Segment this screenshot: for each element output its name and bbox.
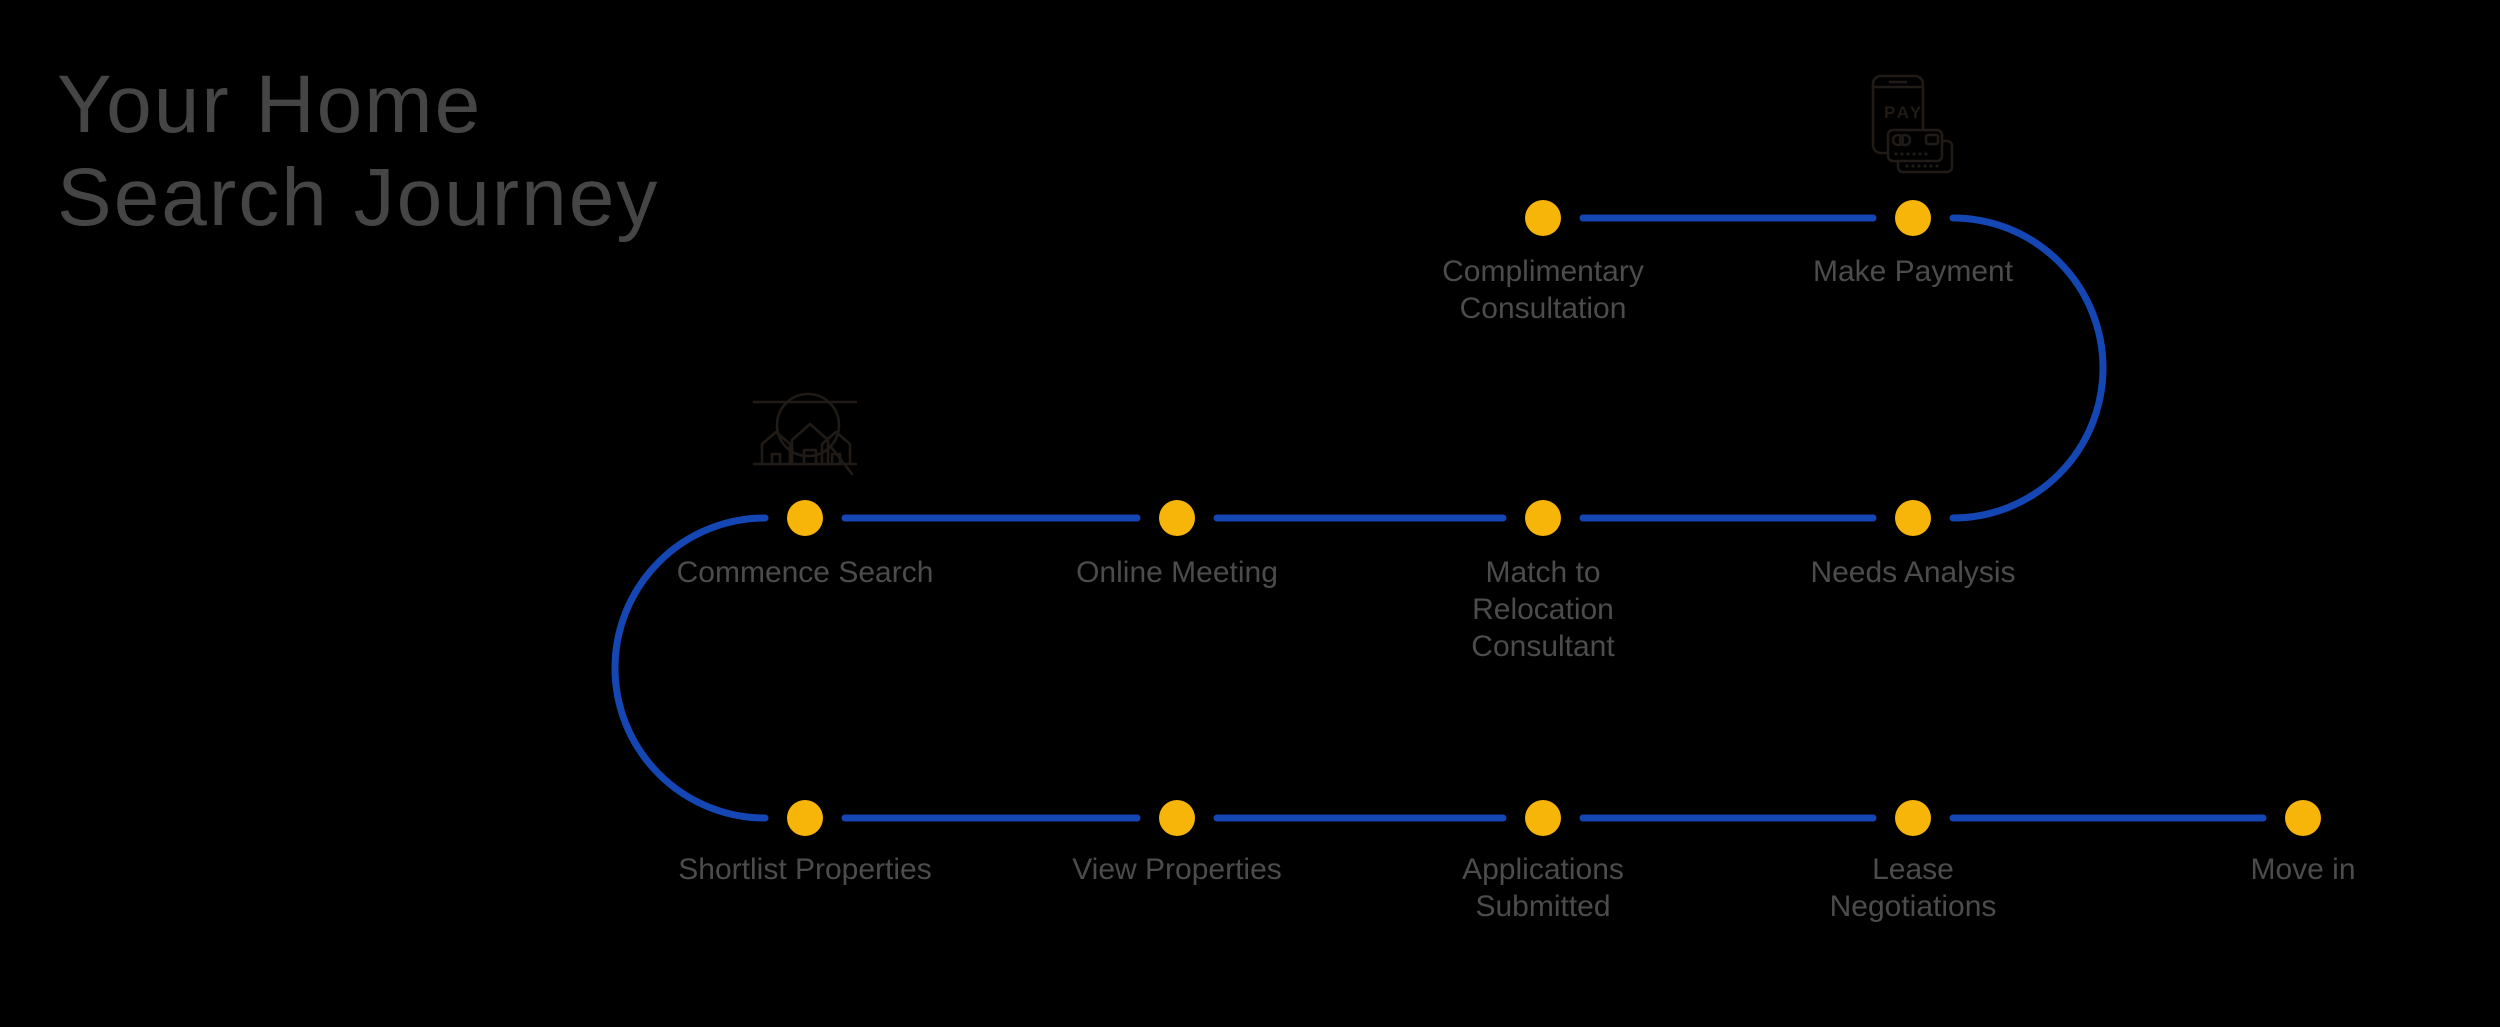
milestone-dot-commence-search [787,500,823,536]
milestone-dot-online-meeting [1159,500,1195,536]
journey-path [611,214,2267,822]
milestone-dot-move-in [2285,800,2321,836]
milestone-label-commence-search: Commence Search [676,556,934,589]
page-title: Your Home Search Journey [57,58,659,244]
milestone-label-move-in: Move in [2250,853,2356,886]
milestone-dot-lease-negotiations [1895,800,1931,836]
page-title-line1: Your Home [57,59,483,150]
milestone-dot-applications-submitted [1525,800,1561,836]
milestone-label-shortlist-properties: Shortlist Properties [678,853,932,886]
milestone-label-online-meeting: Online Meeting [1076,556,1278,589]
milestone-label-needs-analysis: Needs Analysis [1810,556,2016,589]
journey-connectors [611,214,2267,822]
mobile-payment-icon: PAY [1871,74,1954,174]
milestone-dot-view-properties [1159,800,1195,836]
milestone-label-view-properties: View Properties [1072,853,1282,886]
milestone-dot-complimentary-consultation [1525,200,1561,236]
milestone-dot-shortlist-properties [787,800,823,836]
milestone-dot-needs-analysis [1895,500,1931,536]
milestone-dot-match-to-relocation-consultant [1525,500,1561,536]
milestone-label-make-payment: Make Payment [1812,255,2014,288]
page-title-line2: Search Journey [57,152,660,243]
milestone-dots [787,200,2321,836]
milestone-dot-make-payment [1895,200,1931,236]
pay-icon-text: PAY [1884,103,1924,122]
property-search-icon [752,392,858,476]
